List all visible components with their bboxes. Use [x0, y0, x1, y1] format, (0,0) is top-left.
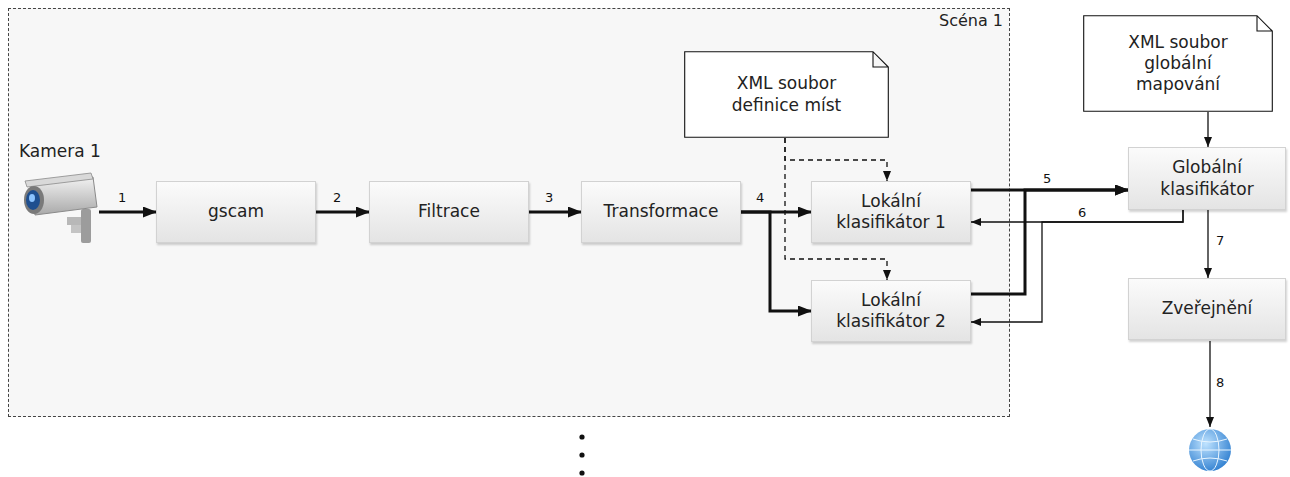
node-label: Transformace [604, 201, 719, 222]
process-box: gscam [156, 181, 316, 243]
node-label: Lokální klasifikátor 1 [822, 191, 960, 234]
publish-arrow [1209, 341, 1210, 427]
process-box: Globální klasifikátor [1128, 147, 1286, 210]
callout-number: 4 [756, 191, 764, 204]
scene-region: Scéna 1 Kamera 1 gscam Filtrace Transformace… [8, 8, 1010, 417]
node-label: Globální klasifikátor [1139, 157, 1275, 200]
process-box: Lokální klasifikátor 1 [811, 181, 971, 243]
camera-label: Kamera 1 [19, 141, 103, 162]
note-shape: XML soubor definice míst [684, 51, 889, 138]
connector-arrow [99, 211, 156, 214]
node-label: Lokální klasifikátor 2 [822, 290, 960, 333]
connector-arrow [1207, 112, 1208, 147]
callout-number: 3 [545, 191, 553, 204]
scene-heading: Scéna 1 [939, 11, 1003, 31]
callout-number: 5 [1043, 172, 1051, 185]
connector-arrow [529, 211, 581, 214]
node-label: Filtrace [418, 201, 480, 222]
camera-device: Kamera 1 [19, 141, 103, 249]
camera-icon [21, 169, 101, 247]
node-label: XML soubor globální mapování [1109, 32, 1247, 96]
process-box: Filtrace [369, 181, 529, 243]
node-label: XML soubor definice míst [710, 73, 863, 116]
node-label: Zveřejnění [1162, 298, 1253, 319]
callout-number: 8 [1216, 376, 1224, 389]
node-label: gscam [208, 201, 264, 222]
globe-icon [1189, 429, 1231, 471]
note-shape: XML soubor globální mapování [1083, 15, 1273, 112]
callout-number: 7 [1216, 234, 1224, 247]
process-box: Transformace [581, 181, 741, 243]
callout-number: 2 [333, 191, 341, 204]
process-box: Zveřejnění [1128, 278, 1286, 340]
connector-arrow [1207, 210, 1208, 278]
callout-number: 6 [1078, 206, 1086, 219]
connector-arrow [316, 211, 369, 214]
callout-number: 1 [118, 191, 126, 204]
process-box: Lokální klasifikátor 2 [811, 280, 971, 342]
